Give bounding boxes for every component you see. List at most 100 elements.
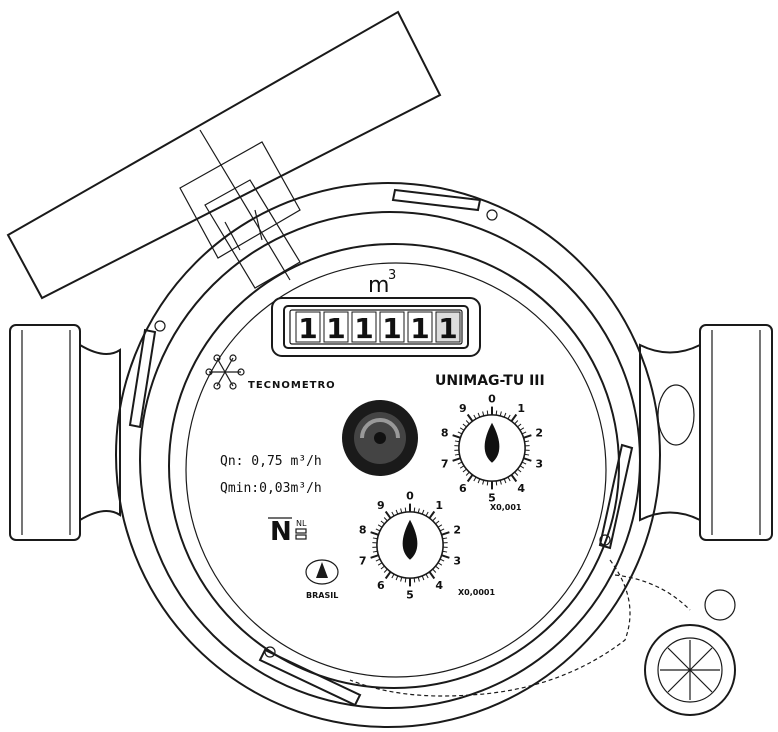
dial-number: 5 <box>406 589 414 602</box>
counter-digit: 1 <box>298 312 317 345</box>
dial-tick <box>436 521 440 524</box>
dial-multiplier: X0,0001 <box>458 588 495 597</box>
dial-tick <box>396 576 398 580</box>
dial-number: 2 <box>453 524 461 537</box>
dial-tick <box>518 469 522 472</box>
dial-tick <box>478 413 480 417</box>
dial-number: 3 <box>453 554 461 567</box>
dial-tick <box>378 525 382 527</box>
dial-number: 8 <box>441 427 449 440</box>
counter-digit: 1 <box>382 312 401 345</box>
dial-tick <box>381 566 385 569</box>
dial-tick <box>504 413 506 417</box>
flow-indicator <box>342 400 418 476</box>
dial-tick <box>440 529 444 531</box>
unit-label: m 3 <box>368 268 396 298</box>
dial-tick <box>463 469 467 472</box>
dial-tick <box>478 479 480 483</box>
dial-tick <box>515 421 518 424</box>
dial-number: 0 <box>488 392 496 405</box>
dial-number: 7 <box>441 457 449 470</box>
dial-tick <box>453 435 461 438</box>
dial-tick <box>418 508 419 512</box>
brasil-label: BRASIL <box>306 591 338 600</box>
dial-tick <box>453 458 461 461</box>
dial-tick <box>460 466 464 468</box>
dial-tick <box>522 432 526 434</box>
dial-tick <box>523 435 531 438</box>
dial-tick <box>511 415 516 422</box>
dial-tick <box>441 555 449 558</box>
dial-tick <box>525 441 530 442</box>
dial-tick <box>518 424 522 427</box>
dial-tick <box>426 574 428 578</box>
seal-chain <box>350 560 735 715</box>
dial-tick <box>440 559 444 561</box>
dial-tick <box>474 415 476 419</box>
dial-tick <box>487 411 488 416</box>
dial-tick <box>392 512 394 516</box>
dial-tick <box>487 481 488 486</box>
dial-number: 4 <box>435 579 443 592</box>
manufacturer-logo: TECNOMETRO <box>206 355 336 391</box>
dial-tick <box>414 578 415 583</box>
left-connector <box>10 325 120 540</box>
dial-tick <box>373 538 378 539</box>
dial-tick <box>455 441 460 442</box>
qmin-label: Qmin:0,03m³/h <box>220 481 322 496</box>
snowflake-icon <box>206 355 244 389</box>
dial-number: 9 <box>459 402 467 415</box>
dial-tick <box>422 576 424 580</box>
certification-mark: N NL <box>268 517 307 547</box>
dial-tick <box>500 411 501 415</box>
dial-number: 8 <box>359 524 367 537</box>
dial-tick <box>515 472 518 475</box>
dial-tick <box>426 512 428 516</box>
dial-tick <box>468 415 473 422</box>
dial-tick <box>508 415 510 419</box>
dial-tick <box>401 508 402 512</box>
dial-tick <box>384 518 387 521</box>
dial-tick <box>386 512 391 519</box>
unit-label-text: m <box>368 273 389 298</box>
dial-tick <box>441 532 449 535</box>
dial-tick <box>520 466 524 468</box>
dial-tick <box>414 508 415 513</box>
dial-number: 1 <box>517 402 525 415</box>
dial-tick <box>458 432 462 434</box>
dial-tick <box>373 551 378 552</box>
counter-digit: 1 <box>438 312 457 345</box>
dial-tick <box>468 475 473 482</box>
dial-pointer <box>485 423 500 463</box>
dial-tick <box>463 424 467 427</box>
dial-tick <box>504 479 506 483</box>
dial-number: 0 <box>406 489 414 502</box>
dial-tick <box>429 572 434 579</box>
dial-tick <box>384 569 387 572</box>
dial-tick <box>522 462 526 464</box>
dial-tick <box>405 508 406 513</box>
counter-digit: 1 <box>410 312 429 345</box>
dial-tick <box>433 569 436 572</box>
dial-tick <box>466 421 469 424</box>
dial-tick <box>422 510 424 514</box>
dial-multiplier: X0,001 <box>490 503 522 512</box>
dial-tick <box>500 480 501 484</box>
dial-tick <box>438 525 442 527</box>
dial-tick <box>376 529 380 531</box>
dial-tick <box>371 532 379 535</box>
dial-tick <box>496 481 497 486</box>
dial-number: 6 <box>377 579 385 592</box>
dial-tick <box>429 512 434 519</box>
dial-tick <box>460 428 464 430</box>
dial-tick <box>405 578 406 583</box>
dial-tick <box>466 472 469 475</box>
dial-tick <box>433 518 436 521</box>
dial-tick <box>438 563 442 565</box>
dial-tick <box>520 428 524 430</box>
dial-tick <box>511 475 516 482</box>
